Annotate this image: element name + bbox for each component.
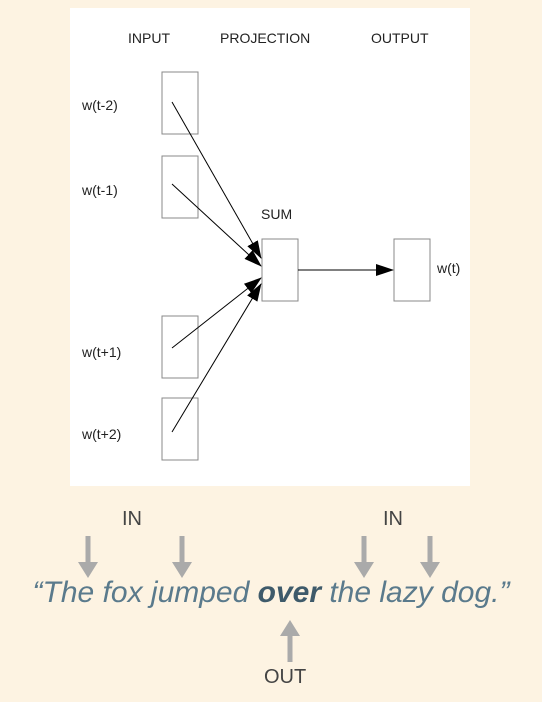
cbow-diagram-panel: INPUT PROJECTION OUTPUT w(t-2) w(t-1) w(… <box>70 8 470 486</box>
input-label-t+1: w(t+1) <box>82 344 122 360</box>
edge-t-2-to-sum <box>171 101 262 259</box>
down-arrow-icon <box>420 536 440 578</box>
header-projection: PROJECTION <box>220 30 311 46</box>
down-arrow-icon <box>172 536 192 578</box>
in-label-left: IN <box>122 508 142 530</box>
sentence-before: “The fox jumped <box>32 576 258 609</box>
output-box <box>393 238 431 302</box>
in-label-right: IN <box>383 508 403 530</box>
sum-label: SUM <box>261 206 293 222</box>
example-sentence: “The fox jumped over the lazy dog.” <box>0 576 542 610</box>
input-label-t+2: w(t+2) <box>82 426 122 442</box>
input-box-t-2 <box>161 71 199 135</box>
input-box-t+1 <box>161 315 199 379</box>
out-label: OUT <box>264 666 307 688</box>
edge-t-1-to-sum <box>171 183 262 267</box>
header-input: INPUT <box>128 30 170 46</box>
down-arrow-icon <box>354 536 374 578</box>
header-output: OUTPUT <box>371 30 429 46</box>
sentence-target-word: over <box>257 576 322 609</box>
edge-t+2-to-sum <box>171 283 262 433</box>
sum-box <box>261 238 299 302</box>
input-box-t+2 <box>161 397 199 461</box>
input-label-t-1: w(t-1) <box>82 182 118 198</box>
up-arrow-icon <box>280 620 300 662</box>
edge-t+1-to-sum <box>171 277 262 349</box>
cbow-diagram-svg <box>161 71 431 461</box>
input-box-t-1 <box>161 155 199 219</box>
input-label-t-2: w(t-2) <box>82 97 118 113</box>
sentence-after: the lazy dog.” <box>321 576 510 609</box>
down-arrow-icon <box>78 536 98 578</box>
output-word-label: w(t) <box>437 260 461 276</box>
